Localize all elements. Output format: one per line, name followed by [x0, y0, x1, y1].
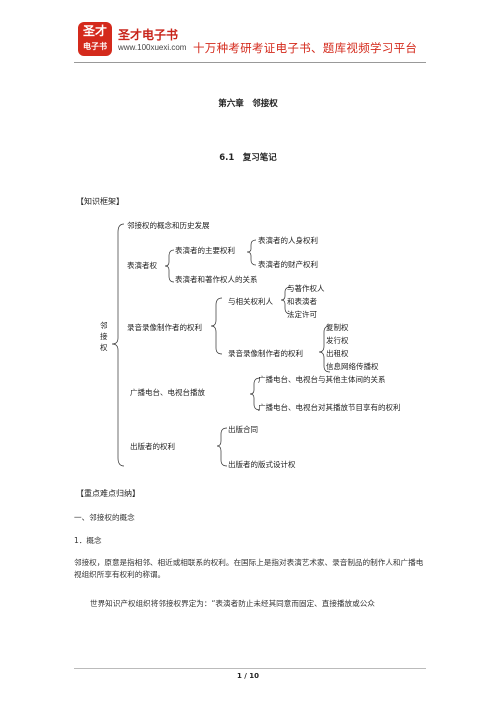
recording-brace: [210, 297, 223, 355]
node-performer-author-relation: 表演者和著作权人的关系: [175, 274, 258, 284]
paragraph-wipo: 世界知识产权组织将邻接权界定为：“表演者防止未经其同意而固定、直接播放或公众: [90, 599, 375, 608]
publisher-brace: [216, 427, 228, 467]
root-label: 邻 接 权: [100, 320, 110, 352]
node-with-copyright-owner: 与著作权人: [287, 283, 325, 293]
broadcasting-brace: [249, 377, 261, 411]
node-broadcaster-relations: 广播电台、电视台与其他主体间的关系: [258, 374, 386, 384]
footer-divider: [74, 668, 426, 669]
node-distribution-right: 发行权: [326, 335, 349, 345]
node-related-right-holders: 与相关权利人: [228, 296, 273, 306]
root-char-3: 权: [100, 342, 108, 352]
paragraph-definition: 邻接权，原意是指相邻、相近或相联系的权利。在国际上是指对表演艺术家、录音制品的制…: [74, 558, 424, 579]
node-broadcasting: 广播电台、电视台播放: [130, 387, 205, 397]
performer-brace: [164, 249, 175, 283]
node-performer-personal: 表演者的人身权利: [258, 235, 318, 245]
node-with-performer: 和表演者: [287, 296, 317, 306]
node-publishing-contract: 出版合同: [228, 424, 258, 434]
header-slogan: 十万种考研考证电子书、题库视频学习平台: [193, 41, 418, 55]
node-reproduction-right: 复制权: [326, 322, 349, 332]
node-publisher-rights: 出版者的权利: [130, 441, 175, 451]
chapter-title: 第六章 邻接权: [218, 99, 278, 109]
brand-name: 圣才电子书: [118, 28, 179, 42]
node-performer-rights: 表演者权: [127, 260, 157, 270]
node-rental-right: 出租权: [326, 348, 349, 358]
node-statutory-license: 法定许可: [287, 309, 317, 319]
key-points-label: 【重点难点归纳】: [76, 489, 140, 498]
node-concept: 邻接权的概念和历史发展: [127, 220, 210, 230]
heading-concept-sub: 1．概念: [74, 536, 102, 545]
brand-url[interactable]: www.100xuexi.com: [118, 43, 187, 52]
producer-rights-brace: [318, 325, 331, 373]
root-brace: [111, 223, 125, 467]
root-char-2: 接: [100, 331, 108, 341]
performer-main-brace: [246, 239, 257, 266]
node-producer-rights: 录音录像制作者的权利: [228, 348, 303, 358]
node-network-dissemination-right: 信息网络传播权: [326, 361, 379, 371]
page-number: 1 / 10: [236, 672, 260, 680]
brand-logo: 圣才 电子书: [78, 22, 112, 56]
node-recording-producer: 录音录像制作者的权利: [127, 322, 202, 332]
node-broadcaster-program-rights: 广播电台、电视台对其播放节目享有的权利: [258, 402, 401, 412]
framework-label: 【知识框架】: [76, 197, 124, 206]
section-title: 6.1 复习笔记: [219, 153, 277, 163]
heading-concept: 一、邻接权的概念: [74, 513, 135, 522]
header-divider: [74, 62, 426, 63]
node-layout-design-right: 出版者的版式设计权: [228, 459, 296, 469]
node-performer-main-rights: 表演者的主要权利: [175, 245, 235, 255]
node-performer-property: 表演者的财产权利: [258, 259, 318, 269]
root-char-1: 邻: [100, 320, 108, 330]
related-holders-brace: [280, 286, 292, 315]
